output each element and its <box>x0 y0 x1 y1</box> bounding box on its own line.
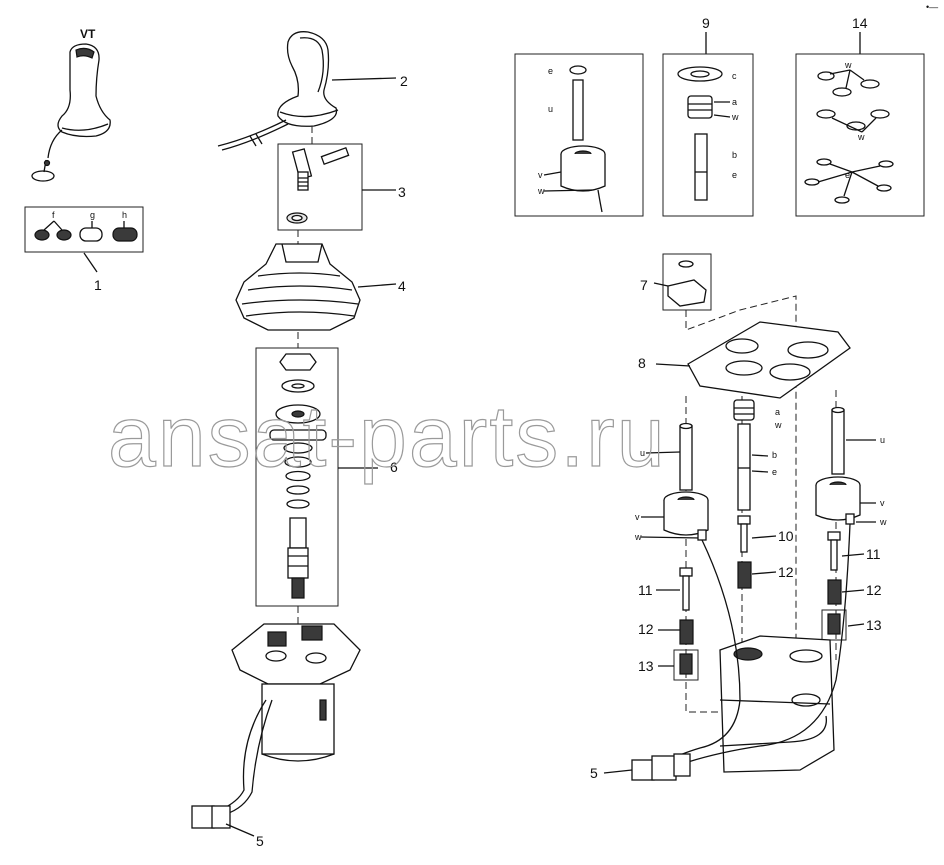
kit-3-plunger <box>277 143 396 231</box>
letter-w-14a: w <box>844 60 852 70</box>
letter-b-c: b <box>772 450 777 460</box>
letter-u-l: u <box>640 448 645 458</box>
letter-v-a: v <box>538 170 543 180</box>
watermark: ansat-parts.ru <box>108 389 667 485</box>
letter-e-a: e <box>548 66 553 76</box>
pin-right: u <box>831 406 885 475</box>
letter-a-9: a <box>732 97 737 107</box>
letter-e-9: e <box>732 170 737 180</box>
callout-5-right: 5 <box>590 765 598 781</box>
callout-labels: 1 2 3 4 5 5 6 7 8 9 10 11 11 12 12 12 13… <box>94 15 882 849</box>
callout-2: 2 <box>400 73 408 89</box>
letter-u-r: u <box>880 435 885 445</box>
callout-10: 10 <box>778 528 794 544</box>
letter-w-r: w <box>879 517 887 527</box>
callout-11-left: 11 <box>638 582 653 598</box>
callout-4: 4 <box>398 278 406 294</box>
letter-w-a: w <box>537 186 545 196</box>
solenoid-left: v w <box>634 491 709 542</box>
callout-13-left: 13 <box>638 658 654 674</box>
letter-w-9: w <box>731 112 739 122</box>
vt-handle-illustration: VT <box>31 27 111 182</box>
kit-7-cam <box>653 253 712 311</box>
letter-g: g <box>90 210 95 220</box>
letter-w-14b: w <box>857 132 865 142</box>
letter-f: f <box>52 210 55 220</box>
rubber-boot-4 <box>235 243 397 331</box>
callout-11-right: 11 <box>866 546 881 562</box>
letter-e-14: e <box>845 170 850 180</box>
callout-12-right: 12 <box>866 582 882 598</box>
callout-7: 7 <box>640 277 648 293</box>
letter-w-c: w <box>774 420 782 430</box>
kit-1-buttons: f g h <box>24 206 144 273</box>
solenoid-right: v w <box>815 476 887 527</box>
callout-8: 8 <box>638 355 646 371</box>
letter-a-c: a <box>775 407 780 417</box>
kit-6-shaft <box>255 347 378 607</box>
valve-body-right <box>603 523 851 781</box>
letter-c: c <box>732 71 737 81</box>
mounting-plate-8 <box>655 321 851 399</box>
callout-6: 6 <box>390 459 398 475</box>
handle-brand-label: VT <box>80 27 96 41</box>
callout-1: 1 <box>94 277 102 293</box>
callout-13-right: 13 <box>866 617 882 633</box>
valve-body-left <box>191 623 361 837</box>
letter-w-l: w <box>634 532 642 542</box>
callout-9: 9 <box>702 15 710 31</box>
letter-b-9: b <box>732 150 737 160</box>
joystick-grip-2 <box>217 31 397 151</box>
inset-box-a: e u v w <box>514 53 644 217</box>
letter-h: h <box>122 210 127 220</box>
corner-mark: •— <box>926 2 938 12</box>
letter-v-r: v <box>880 498 885 508</box>
pin-left: u <box>640 422 693 491</box>
callout-3: 3 <box>398 184 406 200</box>
callout-12-center: 12 <box>778 564 794 580</box>
callout-5-left: 5 <box>256 833 264 849</box>
kit-9-spool: c a w b e <box>662 32 754 217</box>
callout-14: 14 <box>852 15 868 31</box>
letter-e-c: e <box>772 467 777 477</box>
letter-u-a: u <box>548 104 553 114</box>
spool-assembly-center: a w b e <box>733 399 782 511</box>
callout-12-left: 12 <box>638 621 654 637</box>
needle-valves <box>656 515 865 681</box>
kit-14-seals: w w e <box>795 32 925 217</box>
letter-v-l: v <box>635 512 640 522</box>
